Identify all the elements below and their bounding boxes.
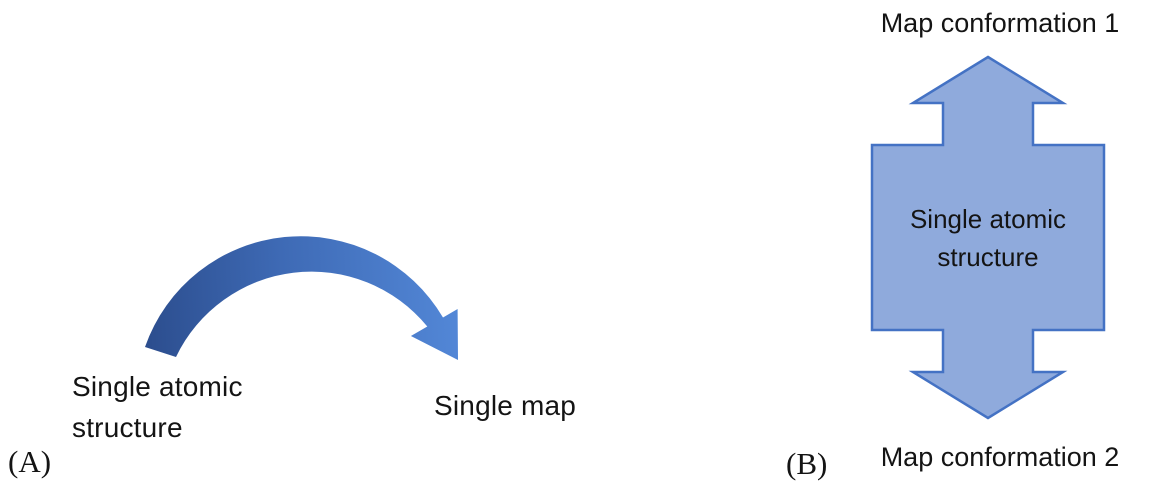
curved-arrow-path <box>145 236 458 360</box>
double-arrow-polygon <box>870 55 1106 420</box>
panel-b-top-label: Map conformation 1 <box>880 8 1120 38</box>
panel-a-source-line1: Single atomic <box>72 371 243 402</box>
panel-b-bottom-label: Map conformation 2 <box>880 442 1120 472</box>
panel-a-letter: (A) <box>8 444 52 479</box>
panel-b-center-label: Single atomic structure <box>872 150 1104 325</box>
panel-a-source-label: Single atomic structure <box>72 366 243 448</box>
curved-arrow <box>145 236 458 360</box>
panel-a-target-label: Single map <box>434 390 577 421</box>
double-arrow-shape <box>870 55 1106 420</box>
panel-a-source-line2: structure <box>72 412 183 443</box>
panel-b-letter: (B) <box>786 446 828 481</box>
panel-b-center-line2: structure <box>937 241 1039 272</box>
panel-b-center-line1: Single atomic <box>909 203 1067 234</box>
